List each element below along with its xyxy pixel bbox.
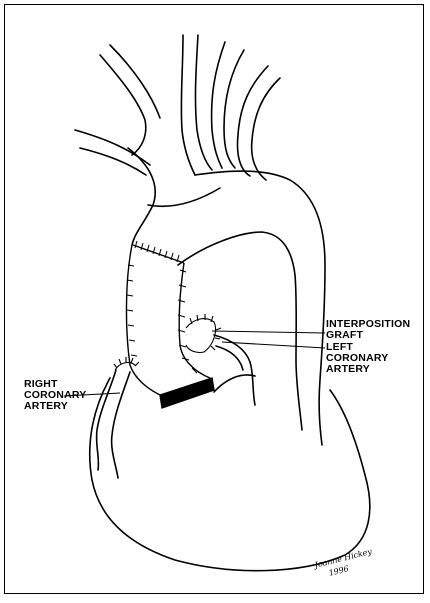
- interposition-graft: [126, 245, 214, 408]
- aortic-arch-outer: [128, 148, 155, 245]
- heart-outline: [90, 378, 370, 571]
- right-coronary-button: [114, 357, 139, 370]
- left-coronary-artery: [214, 335, 255, 405]
- aortic-arch-top: [195, 171, 325, 445]
- label-graft: GRAFT: [326, 330, 363, 341]
- graft-ribs: [127, 241, 197, 373]
- carotid-vessel-1: [181, 35, 195, 175]
- label-right-artery: ARTERY: [24, 401, 68, 412]
- label-left-artery: ARTERY: [326, 364, 370, 375]
- carotid-vessel-2: [212, 42, 225, 168]
